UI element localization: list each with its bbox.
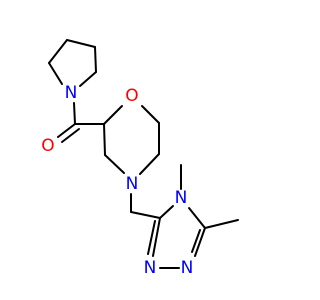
structure-diagram: N O O N N N N <box>41 39 239 278</box>
bond <box>103 123 106 156</box>
bond <box>191 229 201 253</box>
atom-o-morpholine: O <box>125 86 138 106</box>
bond <box>79 71 97 87</box>
bond <box>139 153 160 175</box>
bonds <box>48 39 239 269</box>
bond <box>204 219 239 229</box>
bond <box>130 211 161 219</box>
atom-n-triazole-2: N <box>144 258 157 278</box>
bond <box>194 227 206 257</box>
atom-n-morpholine: N <box>126 174 139 194</box>
molecule-svg: N O O N N N N <box>41 39 239 278</box>
bond <box>73 102 76 125</box>
atom-labels: N O O N N N N <box>41 83 193 278</box>
bond <box>188 207 206 229</box>
bond <box>159 205 174 219</box>
bond <box>104 154 125 174</box>
atom-n-triazole-1: N <box>181 258 194 278</box>
bond <box>152 217 161 257</box>
bond <box>103 105 123 125</box>
bond <box>94 46 97 73</box>
bond <box>48 39 68 64</box>
bond <box>66 39 96 48</box>
atom-n-pyrrolidine: N <box>65 83 78 103</box>
bond <box>48 62 63 85</box>
atom-o-carbonyl: O <box>41 136 54 156</box>
bond <box>57 123 76 138</box>
atom-n-triazole-4: N <box>175 188 188 208</box>
bond <box>147 220 156 255</box>
bond <box>61 128 80 143</box>
bond <box>141 105 160 124</box>
